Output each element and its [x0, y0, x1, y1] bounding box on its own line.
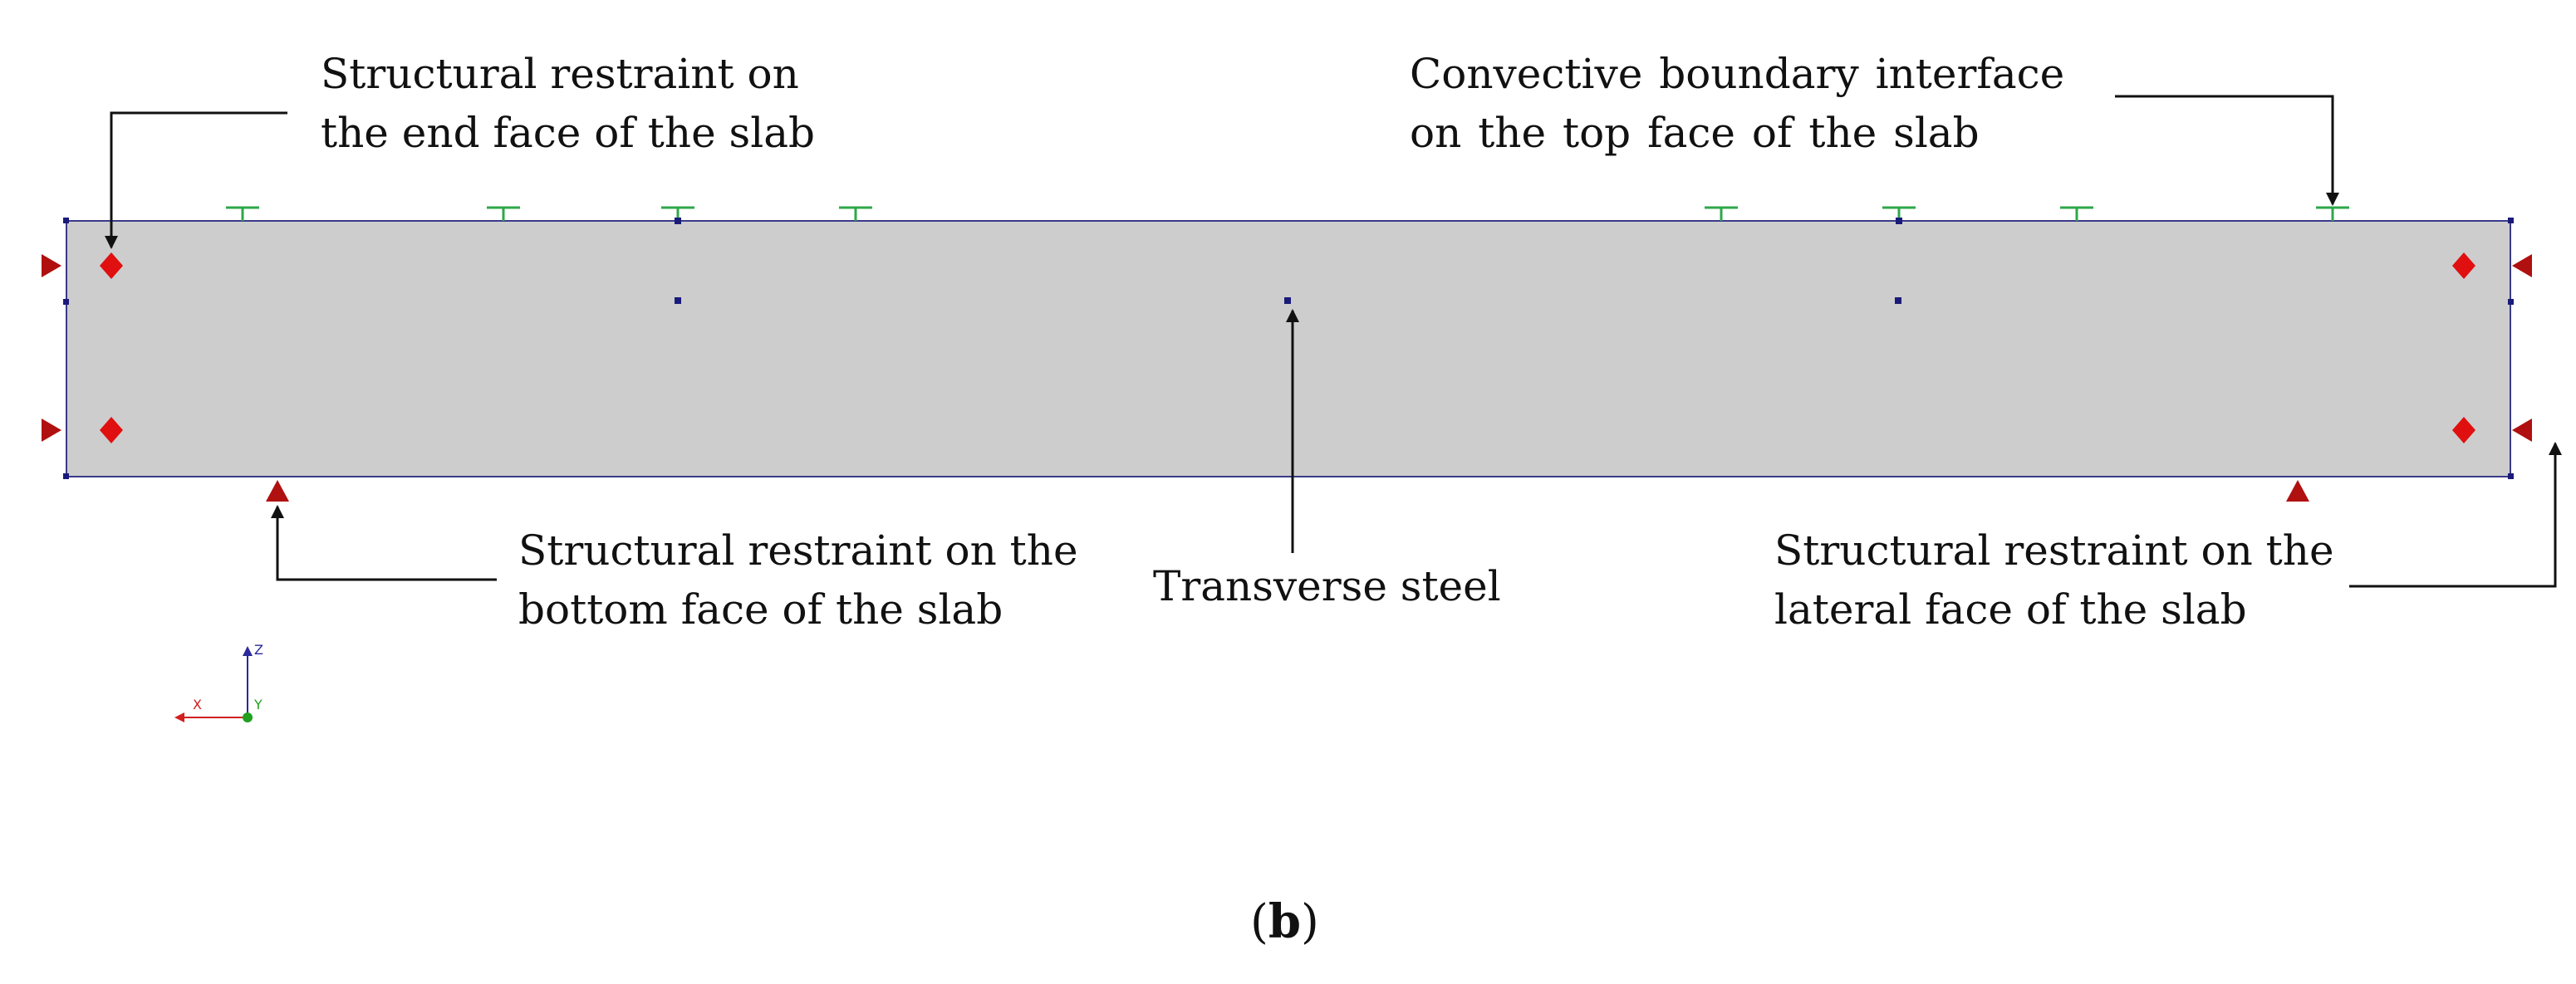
edge-node — [63, 299, 69, 305]
leader-end-face — [105, 111, 287, 249]
restraint-triangle — [2512, 254, 2532, 277]
convection-markers — [226, 206, 2349, 221]
corner-node — [63, 218, 69, 223]
axis-y-label: Y — [253, 697, 263, 712]
caption-close: ) — [1301, 895, 1319, 949]
restraint-diamond — [2452, 417, 2475, 443]
axis-x-label: X — [193, 697, 202, 712]
restraint-triangle — [2512, 419, 2532, 442]
restraint-diamond — [100, 252, 123, 279]
label-bottom-face-restraint: Structural restraint on the bottom face … — [518, 521, 1078, 639]
label-line: bottom face of the slab — [518, 585, 1003, 634]
caption-open: ( — [1250, 895, 1268, 949]
axis-x-arrow — [174, 712, 184, 722]
label-line: the end face of the slab — [321, 109, 816, 157]
restraint-triangle — [2286, 480, 2309, 502]
slab-body — [66, 220, 2511, 477]
caption-letter: b — [1268, 894, 1302, 949]
leader-bottom-face — [271, 505, 497, 581]
transverse-steel-node — [1284, 297, 1291, 304]
corner-node — [63, 473, 69, 479]
restraint-diamond — [100, 417, 123, 443]
top-node — [1896, 218, 1902, 224]
corner-node — [2508, 218, 2514, 223]
transverse-steel-node — [675, 297, 681, 304]
label-line: lateral face of the slab — [1774, 585, 2247, 634]
restraint-diamond — [2452, 252, 2475, 279]
corner-node — [2508, 473, 2514, 479]
label-line: Structural restraint on — [321, 50, 799, 98]
end-face-restraints — [100, 252, 2475, 443]
label-transverse-steel: Transverse steel — [1153, 562, 1501, 610]
label-line: Convective boundary interface — [1410, 50, 2065, 98]
label-end-face-restraint: Structural restraint on the end face of … — [321, 45, 815, 163]
label-line: Structural restraint on the — [518, 526, 1078, 575]
convection-marker — [2060, 206, 2093, 221]
lateral-face-restraints — [42, 254, 2532, 442]
leader-lines — [105, 95, 2562, 588]
figure-caption: (b) — [1250, 894, 1319, 949]
restraint-triangle — [42, 419, 61, 442]
transverse-steel-node — [1895, 297, 1901, 304]
label-line: Structural restraint on the — [1774, 526, 2334, 575]
convection-marker — [2316, 206, 2349, 221]
convection-marker — [226, 206, 259, 221]
bottom-face-restraints — [266, 480, 2309, 502]
convection-marker — [839, 206, 872, 221]
label-convective-boundary: Convective boundary interface on the top… — [1410, 45, 2064, 163]
restraint-triangle — [266, 480, 289, 502]
convection-marker — [487, 206, 520, 221]
label-lateral-face-restraint: Structural restraint on the lateral face… — [1774, 521, 2334, 639]
edge-node — [2508, 299, 2514, 305]
label-line: on the top face of the slab — [1410, 109, 1980, 157]
axis-triad: X Z Y — [174, 642, 263, 722]
axis-z-label: Z — [254, 642, 263, 658]
convection-marker — [1705, 206, 1738, 221]
axis-z-arrow — [243, 646, 253, 656]
restraint-triangle — [42, 254, 61, 277]
leader-lateral-face — [2349, 442, 2562, 588]
top-node — [675, 218, 681, 224]
leader-convective — [2115, 95, 2339, 206]
axis-origin — [243, 712, 253, 722]
